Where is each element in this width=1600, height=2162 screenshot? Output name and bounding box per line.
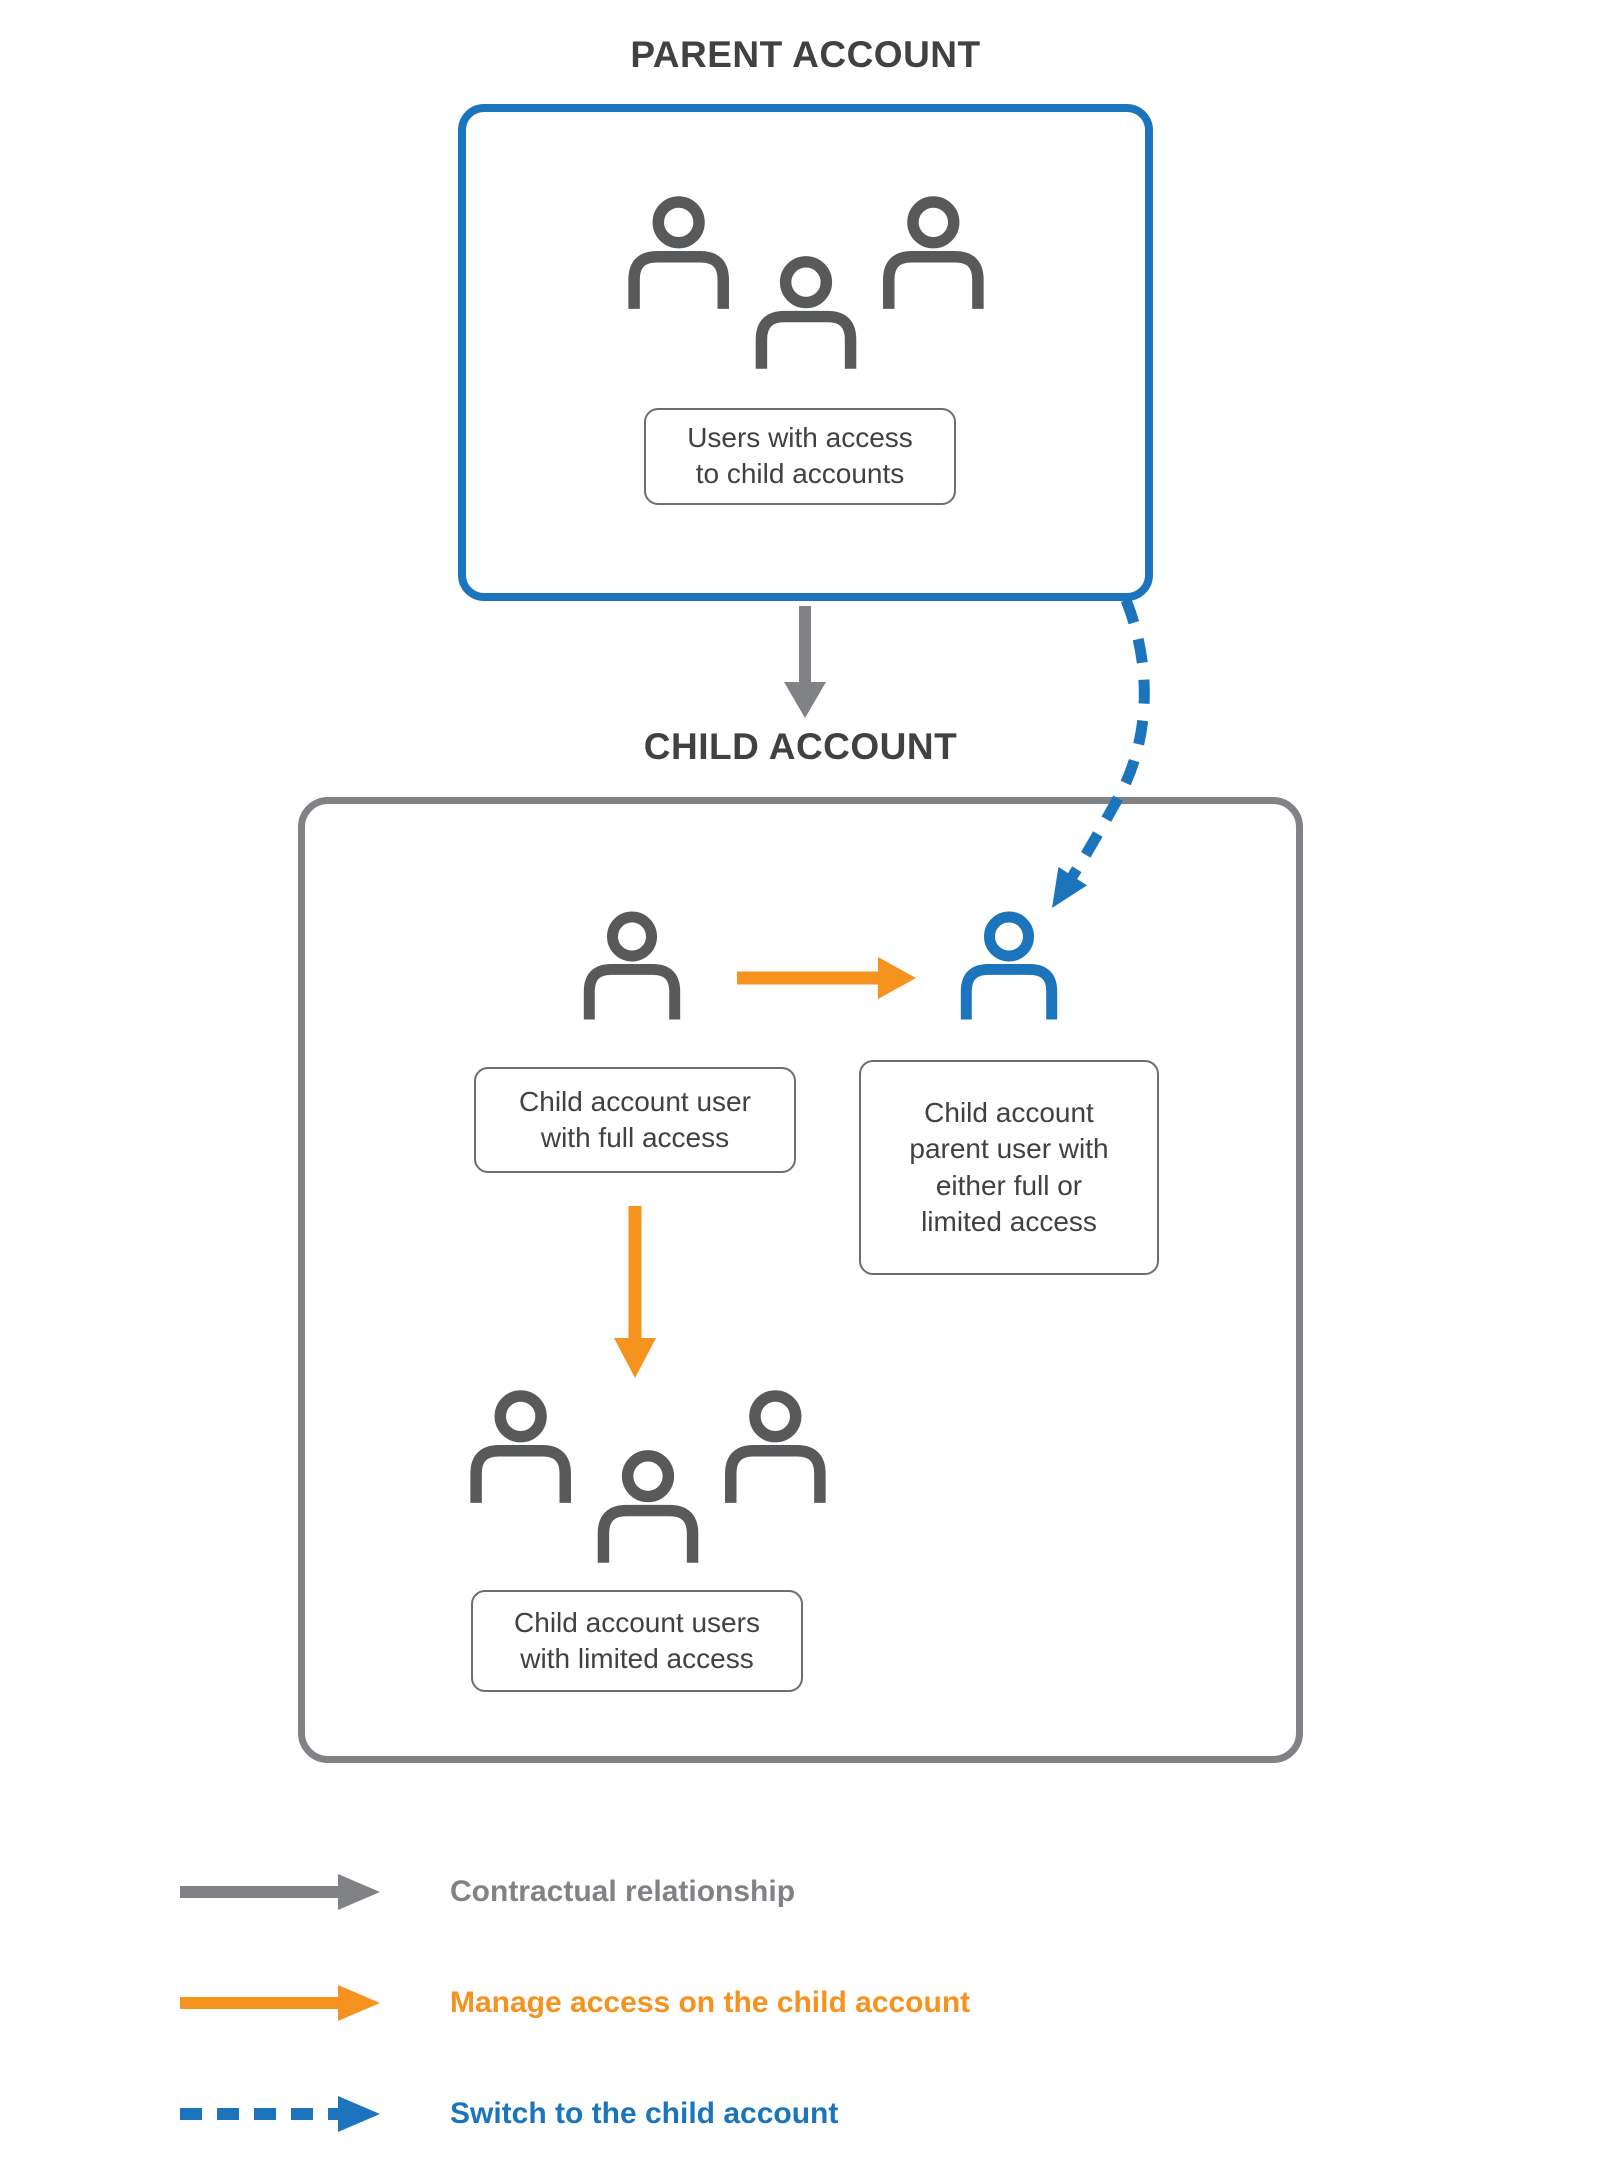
child-account-title: CHILD ACCOUNT xyxy=(643,726,958,767)
parent-account-box: Users with access to child accounts xyxy=(458,104,1153,601)
legend-switch-arrow-icon xyxy=(180,2096,380,2132)
parent-users-label: Users with access to child accounts xyxy=(644,408,956,505)
child-parent-user-icon xyxy=(948,906,1070,1028)
contractual-arrow xyxy=(784,606,826,718)
child-full-access-label: Child account user with full access xyxy=(474,1067,796,1173)
child-full-access-user-icon xyxy=(571,906,693,1028)
legend-contractual-arrow-icon xyxy=(180,1874,380,1910)
child-account-box: Child account user with full access Chil… xyxy=(298,797,1303,1763)
legend-switch-label: Switch to the child account xyxy=(450,2097,839,2130)
legend-manage-label: Manage access on the child account xyxy=(450,1986,971,2019)
child-limited-users-group-icon xyxy=(457,1384,839,1576)
parent-users-group-icon xyxy=(615,190,997,382)
parent-account-title: PARENT ACCOUNT xyxy=(630,34,981,75)
child-limited-users-label: Child account users with limited access xyxy=(471,1590,803,1692)
legend-contractual-label: Contractual relationship xyxy=(450,1875,796,1908)
legend-manage-arrow-icon xyxy=(180,1985,380,2021)
child-parent-user-label: Child account parent user with either fu… xyxy=(859,1060,1159,1275)
